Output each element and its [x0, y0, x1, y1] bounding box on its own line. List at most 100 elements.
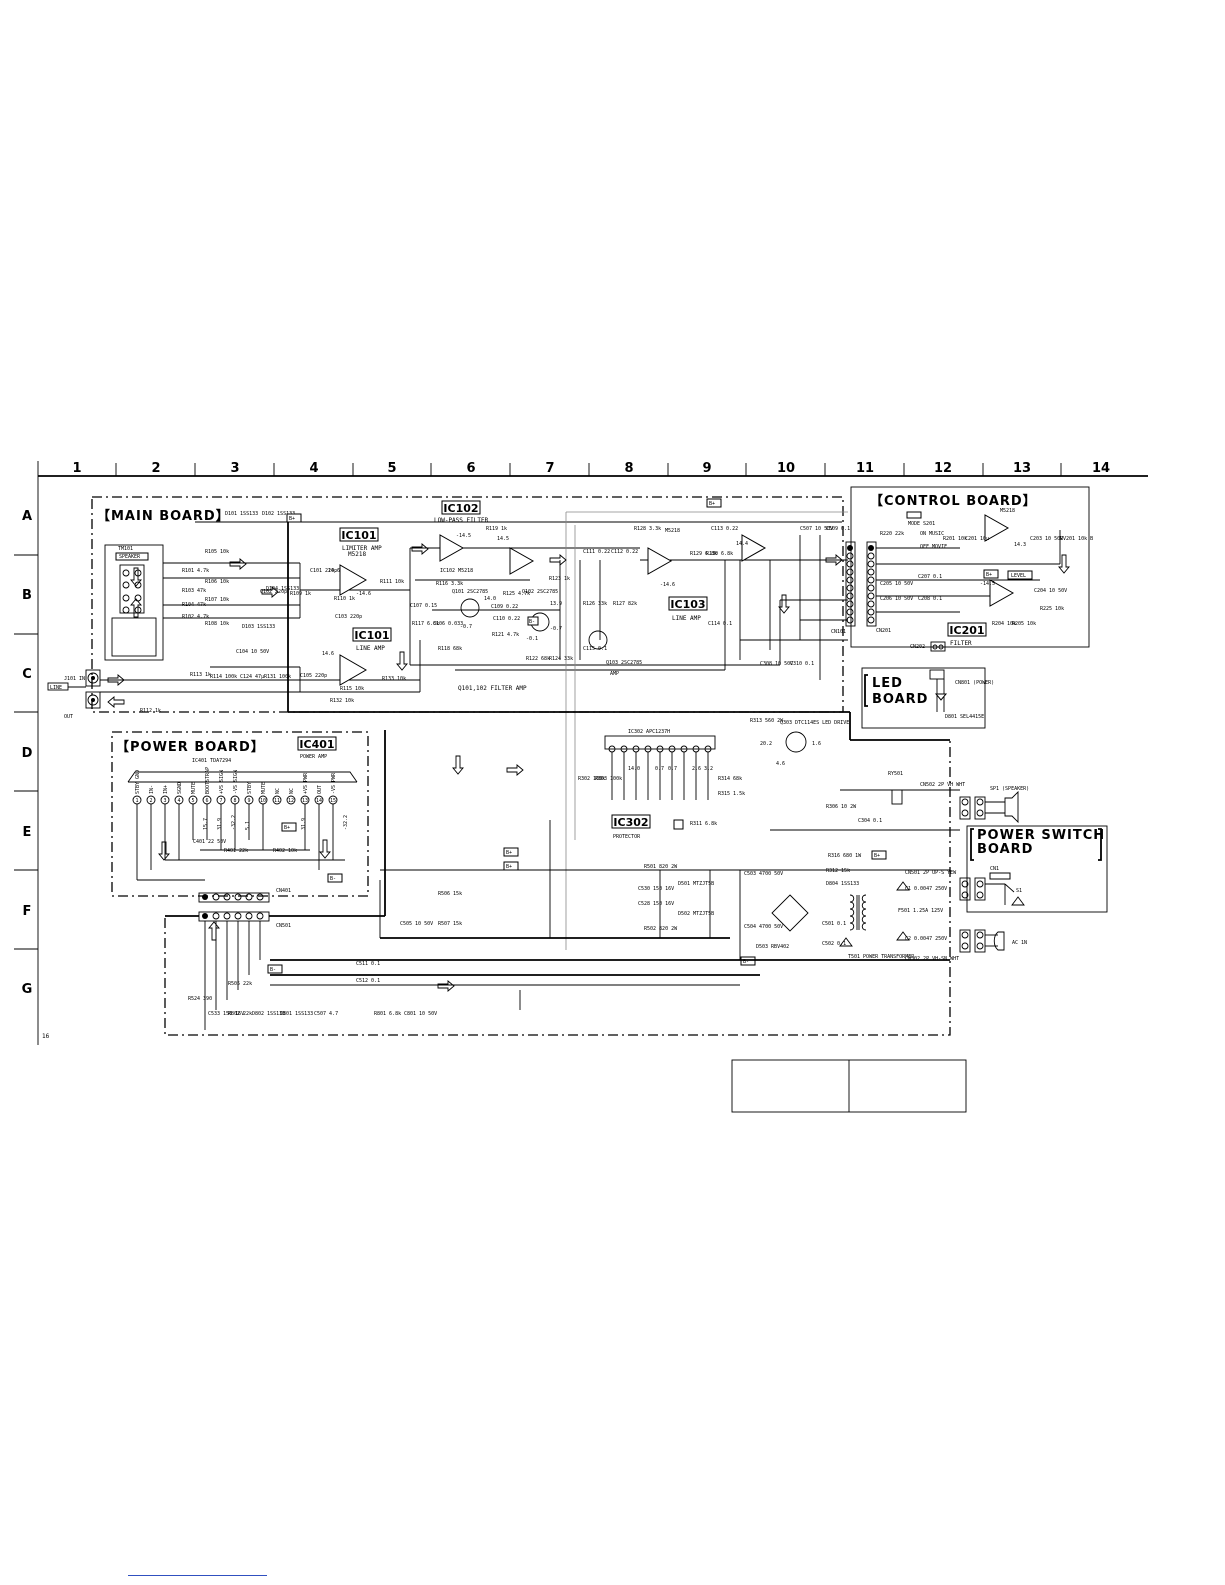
- voltage: 14.0: [484, 596, 496, 602]
- part-label: R111 10k: [380, 579, 404, 585]
- part-label: D102 1SS133: [262, 511, 295, 517]
- part-label: C503 4700 50V: [744, 871, 783, 877]
- filter-amp-label: Q101,102 FILTER AMP: [458, 685, 527, 692]
- voltage: 3.2: [704, 766, 713, 772]
- power-switch-board-title-2: BOARD: [977, 842, 1033, 857]
- ic201b-opamp: [989, 579, 1015, 607]
- bplus-marker: B+: [289, 516, 295, 522]
- part-label: C512 0.1: [356, 978, 380, 984]
- transformer-label: T501 POWER TRANSFORMER: [848, 954, 915, 960]
- ic401-pin-name: MUTE: [191, 782, 197, 794]
- ic401-pin-name: +VS PWR: [303, 772, 309, 794]
- part-label: C110 0.22: [493, 616, 520, 622]
- ic401-pin-number: 14: [316, 798, 322, 804]
- ic401-pin-number: 2: [149, 798, 152, 804]
- part-label: C112 0.22: [611, 549, 638, 555]
- row-label: E: [23, 825, 32, 840]
- d804-label: D804 1SS133: [826, 881, 859, 887]
- part-label: R205 10k: [1012, 621, 1036, 627]
- part-label: R303 100k: [595, 776, 622, 782]
- ic302-label: IC302: [613, 816, 648, 829]
- q103-label: Q103 2SC2785: [606, 660, 642, 666]
- bplus-marker: B+: [506, 864, 512, 870]
- power-amp-label: POWER AMP: [300, 754, 327, 760]
- bminus-marker: B-: [529, 619, 535, 625]
- component-labels: R101 4.7k R102 4.7k R103 47k R104 47k R1…: [140, 511, 850, 714]
- control-board-details: MODE S201 ON MUSIC OFF MOVIE R220 22k R2…: [880, 511, 1093, 652]
- voltage-annotations: 14.6 -14.6 14.6 -14.5 14.5 -0.7 14.0 -0.…: [322, 533, 1026, 767]
- line-amp-label-2: LINE AMP: [672, 615, 701, 622]
- part-label: R201 10k: [943, 536, 967, 542]
- ic401-pin-number: 8: [233, 798, 236, 804]
- part-label: R311 6.8k: [690, 821, 717, 827]
- bplus-marker: B+: [709, 501, 715, 507]
- part-label: C102 220p: [260, 589, 287, 595]
- ic401-pin-number: 5: [191, 798, 194, 804]
- voltage: 5.1: [245, 821, 251, 830]
- tm101-speaker-terminal: TM101 SPEAKER: [104, 544, 195, 661]
- part-label: C103 220p: [335, 614, 362, 620]
- limiter-amp-label: LIMITER AMP: [342, 545, 382, 552]
- ic401-pin-number: 4: [177, 798, 180, 804]
- cn401-cn501-connectors: CN401 CN501: [165, 730, 386, 1030]
- column-label: 12: [934, 461, 952, 476]
- voltage: -14.6: [660, 582, 675, 588]
- ic102-label: IC102: [443, 502, 478, 515]
- part-label: R306 10 2W: [826, 804, 857, 810]
- ic401-pin-name: NC: [275, 788, 281, 794]
- led-part-label: D801 SEL4415E: [945, 714, 984, 720]
- voltage: -32.2: [343, 815, 349, 830]
- row-label: F: [23, 904, 32, 919]
- level-label: LEVEL: [1011, 573, 1026, 579]
- part-label: C104 10 50V: [236, 649, 269, 655]
- part-label: D802 1SS133: [252, 1011, 285, 1017]
- ic401-pin-numbers: 1 2 3 4 5 6 7 8 9 10 11 12 13 14 15: [135, 798, 336, 804]
- ic401-pin-number: 11: [274, 798, 280, 804]
- led-board-title-2: BOARD: [872, 692, 928, 707]
- part-label: C114 0.1: [708, 621, 732, 627]
- part-label: R101 4.7k: [182, 568, 209, 574]
- cn201-label: CN201: [876, 628, 891, 634]
- row-label: G: [22, 982, 33, 997]
- part-label: C115 0.1: [583, 646, 607, 652]
- part-label: R114 100k: [210, 674, 237, 680]
- ic401-pin-number: 13: [302, 798, 308, 804]
- part-label: D101 1SS133: [225, 511, 258, 517]
- j101-in-label: J101 IN: [64, 676, 85, 682]
- part-label: R118 68k: [438, 646, 462, 652]
- part-label: C502 0.1: [822, 941, 846, 947]
- part-label: R121 4.7k: [492, 632, 519, 638]
- main-board-title: 【MAIN BOARD】: [97, 508, 230, 524]
- part-label: R123 1k: [549, 576, 570, 582]
- op-amp-labels: LIMITER AMP M5218 LINE AMP LOW-PASS FILT…: [342, 508, 1033, 692]
- voltage: -32.2: [231, 815, 237, 830]
- relay-and-speaker: RY501 CN502 2P VH WHT SP1 (SPEAKER): [770, 771, 1029, 831]
- ic401-pin-number: 12: [288, 798, 294, 804]
- main-board-wiring: [100, 511, 950, 950]
- footer-link-underline[interactable]: [128, 1575, 267, 1576]
- voltage: -14.6: [356, 591, 371, 597]
- op-amps: [339, 514, 1015, 686]
- row-label: B: [22, 588, 32, 603]
- voltage: 14.6: [328, 568, 340, 574]
- column-label: 14: [1092, 461, 1110, 476]
- part-label: R104 47k: [182, 602, 206, 608]
- row-label: D: [22, 746, 33, 761]
- tm101-label: TM101: [118, 546, 133, 552]
- led-power-label: CN801 (POWER): [955, 680, 994, 686]
- voltage: 0.7: [655, 766, 664, 772]
- signal-arrows: [107, 543, 1070, 992]
- part-label: C1 0.0047 250V: [905, 886, 947, 892]
- part-label: R115 10k: [340, 686, 364, 692]
- bplus-marker: B+: [986, 572, 992, 578]
- part-label: C113 0.22: [711, 526, 738, 532]
- ic401-pin-name: -VS SIGN: [233, 770, 239, 794]
- ic101-line-opamp: [339, 654, 368, 686]
- part-label: R112 1k: [140, 708, 161, 714]
- part-label: R314 68k: [718, 776, 742, 782]
- part-label: C505 10 50V: [400, 921, 433, 927]
- part-label: R225 10k: [1040, 606, 1064, 612]
- column-label: 6: [466, 461, 475, 476]
- legend-table: [731, 1059, 967, 1113]
